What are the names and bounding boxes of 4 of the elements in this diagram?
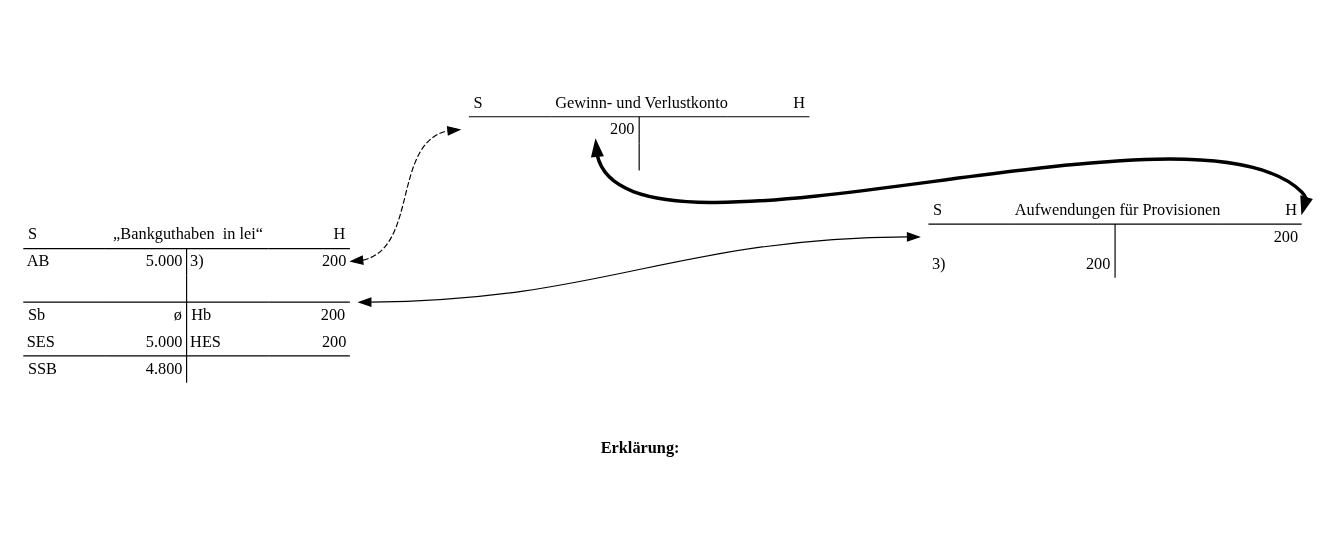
node-text: S Aufwendungen für Provisionen H 200 3) 200 — [931, 199, 1299, 273]
node-text: S „Bankguthaben in lei“ H AB 5.000 3) 200 Sb ø Hb 200 SES 5.000 HES 200 SSB 4.800 — [26, 223, 347, 378]
label: Erklärung: — [600, 437, 680, 457]
node-text: S Gewinn- und Verlustkonto H 200 — [473, 92, 805, 138]
